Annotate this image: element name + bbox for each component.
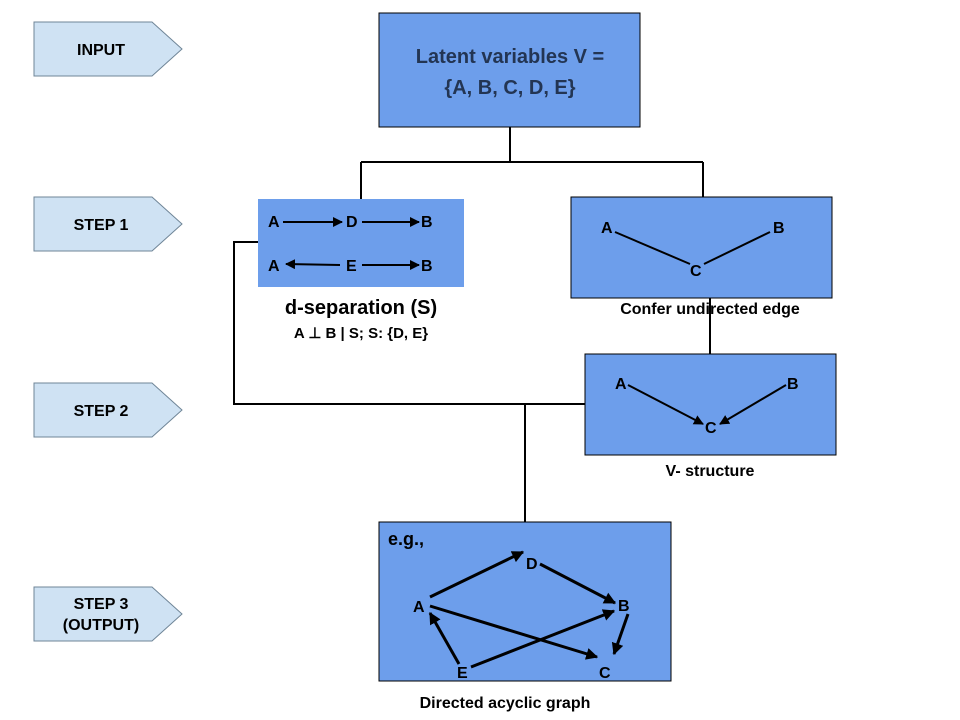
vstruct-caption: V- structure: [666, 463, 755, 480]
dsep-row2-node-e: E: [346, 258, 357, 275]
step-1-chevron: STEP 1: [33, 196, 183, 252]
dsep-row1-node-a: A: [268, 214, 280, 231]
undirected-edge-box: A B C: [570, 196, 833, 299]
dag-box: e.g., A B C D E: [378, 521, 672, 682]
undirected-edge-b-c: [703, 231, 771, 265]
step-3-sublabel: (OUTPUT): [63, 617, 139, 634]
dag-node-b: B: [618, 598, 630, 615]
dag-node-c: C: [599, 665, 611, 682]
dag-edge-e-b: [470, 609, 616, 669]
dsep-caption: d-separation (S): [285, 297, 437, 319]
step-1-label: STEP 1: [74, 217, 129, 234]
input-title-line2: {A, B, C, D, E}: [444, 77, 575, 99]
step-input-chevron: INPUT: [33, 21, 183, 77]
dag-node-d: D: [526, 556, 538, 573]
input-title-line1: Latent variables V =: [416, 46, 604, 68]
dag-edge-a-c: [429, 604, 599, 660]
undirected-node-a: A: [601, 220, 613, 237]
dag-caption: Directed acyclic graph: [420, 695, 591, 712]
step-2-chevron: STEP 2: [33, 382, 183, 438]
connector-lines: [233, 127, 711, 522]
step-3-label: STEP 3: [74, 596, 129, 613]
undirected-edge-a-c: [614, 231, 691, 265]
undirected-node-b: B: [773, 220, 785, 237]
undirected-node-c: C: [690, 263, 702, 280]
dag-node-a: A: [413, 599, 425, 616]
vstruct-node-c: C: [705, 420, 717, 437]
dsep-subcaption: A ⊥ B | S; S: {D, E}: [294, 325, 428, 342]
dsep-row1-node-d: D: [346, 214, 358, 231]
vstruct-edge-b-c: [719, 384, 787, 425]
v-structure-box: A B C: [584, 353, 837, 456]
dag-edge-b-c: [611, 613, 630, 656]
dag-note: e.g.,: [388, 529, 424, 549]
dsep-row1-node-b: B: [421, 214, 433, 231]
dag-edge-e-a: [428, 611, 461, 665]
dag-edge-d-b: [539, 562, 617, 605]
vstruct-edge-a-c: [627, 384, 704, 425]
dsep-row2-node-a: A: [268, 258, 280, 275]
undirected-caption: Confer undirected edge: [620, 301, 800, 318]
input-box: Latent variables V = {A, B, C, D, E}: [378, 12, 641, 128]
vstruct-node-b: B: [787, 376, 799, 393]
dag-node-e: E: [457, 665, 468, 682]
step-input-label: INPUT: [77, 42, 125, 59]
dsep-edge-e-a: [285, 259, 341, 270]
dseparation-box: A D B A E B: [258, 199, 464, 287]
step-3-chevron: STEP 3 (OUTPUT): [33, 586, 183, 642]
vstruct-node-a: A: [615, 376, 627, 393]
step-2-label: STEP 2: [74, 403, 129, 420]
dag-edge-a-d: [429, 550, 525, 599]
dsep-row2-node-b: B: [421, 258, 433, 275]
